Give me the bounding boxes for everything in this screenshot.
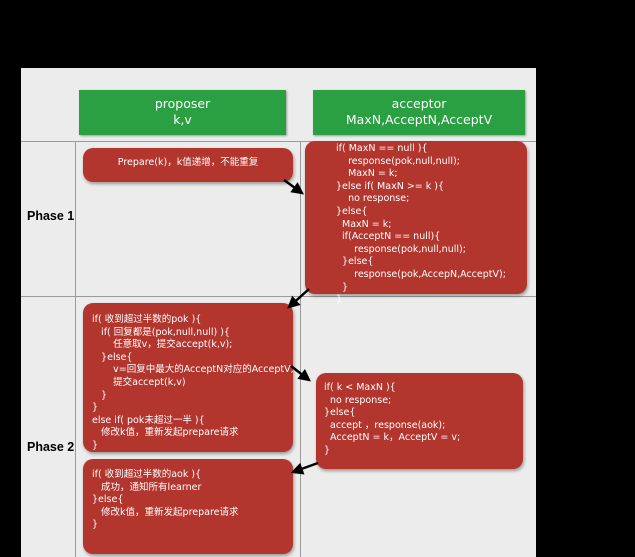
acceptor-header-title: acceptor [391, 96, 447, 111]
code-line: v=回复中最大的AcceptN对应的AcceptV, [92, 364, 294, 376]
code-line: Prepare(k)，k值递增，不能重复 [117, 157, 259, 168]
code-line: } [92, 439, 99, 451]
code-line: 修改k值，重新发起prepare请求 [92, 506, 239, 518]
column-divider-middle [300, 141, 301, 557]
code-line: if(AcceptN == null){ [336, 231, 441, 243]
code-line: } [92, 389, 108, 401]
column-divider-label [75, 141, 76, 557]
code-line: response(pok,null,null); [336, 243, 466, 255]
code-line: no response; [324, 394, 392, 406]
proposer-final-box: if( 收到超过半数的aok ){ 成功，通知所有learner}else{ 修… [83, 459, 293, 554]
arrow-prepare-to-acceptor [283, 178, 305, 195]
row-divider-top [21, 141, 536, 142]
code-line: if( k < MaxN ){ [324, 382, 396, 393]
proposer-header-title: proposer [154, 96, 211, 111]
acceptor-phase2-box: if( k < MaxN ){ no response;}else{ accep… [316, 373, 523, 469]
code-line: } [336, 281, 349, 293]
proposer-header-vars: k,v [173, 112, 192, 127]
prepare-box: Prepare(k)，k值递增，不能重复 [83, 148, 293, 182]
code-line: } [336, 294, 343, 306]
arrow-accept-to-acceptor [290, 365, 311, 382]
code-line: }else{ [324, 407, 356, 419]
code-line: }else{ [336, 256, 374, 268]
code-line: } [92, 519, 99, 531]
code-line: if( 收到超过半数的pok ){ [92, 314, 202, 325]
arrow-acceptor-to-proposer [287, 288, 310, 309]
code-line: } [324, 444, 331, 456]
code-line: if( 回复都是(pok,null,null) ){ [92, 326, 230, 338]
code-line: no response; [336, 193, 410, 205]
code-line: 修改k值，重新发起prepare请求 [92, 427, 239, 439]
arrow-aok-to-proposer [290, 461, 319, 475]
row-divider-middle [21, 296, 536, 297]
code-line: response(pok,null,null); [336, 155, 460, 167]
code-line: 任意取v，提交accept(k,v); [92, 339, 233, 351]
code-line: }else{ [92, 351, 133, 363]
code-line: accept ，response(aok); [324, 419, 446, 431]
acceptor-phase1-box: if( MaxN == null ){ response(pok,null,nu… [305, 141, 527, 305]
code-line: if( 收到超过半数的aok ){ [92, 469, 202, 480]
code-line: }else{ [336, 205, 368, 217]
code-line: response(pok,AccepN,AcceptV); [336, 268, 506, 280]
code-line: 提交accept(k,v) [92, 376, 186, 388]
code-line: }else{ [92, 494, 124, 506]
code-line: MaxN = k; [336, 168, 398, 180]
acceptor-header-vars: MaxN,AcceptN,AcceptV [345, 112, 493, 127]
code-line: if( MaxN == null ){ [336, 143, 428, 154]
proposer-phase2-box: if( 收到超过半数的pok ){ if( 回复都是(pok,null,null… [83, 303, 294, 452]
code-line: } [92, 402, 99, 414]
phase-2-label: Phase 2 [27, 440, 75, 454]
code-line: else if( pok未超过一半 ){ [92, 414, 205, 426]
acceptor-header: acceptor MaxN,AcceptN,AcceptV [313, 90, 525, 135]
code-line: AcceptN = k，AcceptV = v; [324, 432, 461, 444]
code-line: }else if( MaxN >= k ){ [336, 180, 445, 192]
code-line: MaxN = k; [336, 218, 392, 230]
phase-1-label: Phase 1 [27, 209, 75, 223]
proposer-header: proposer k,v [79, 90, 286, 135]
code-line: 成功，通知所有learner [92, 481, 202, 493]
